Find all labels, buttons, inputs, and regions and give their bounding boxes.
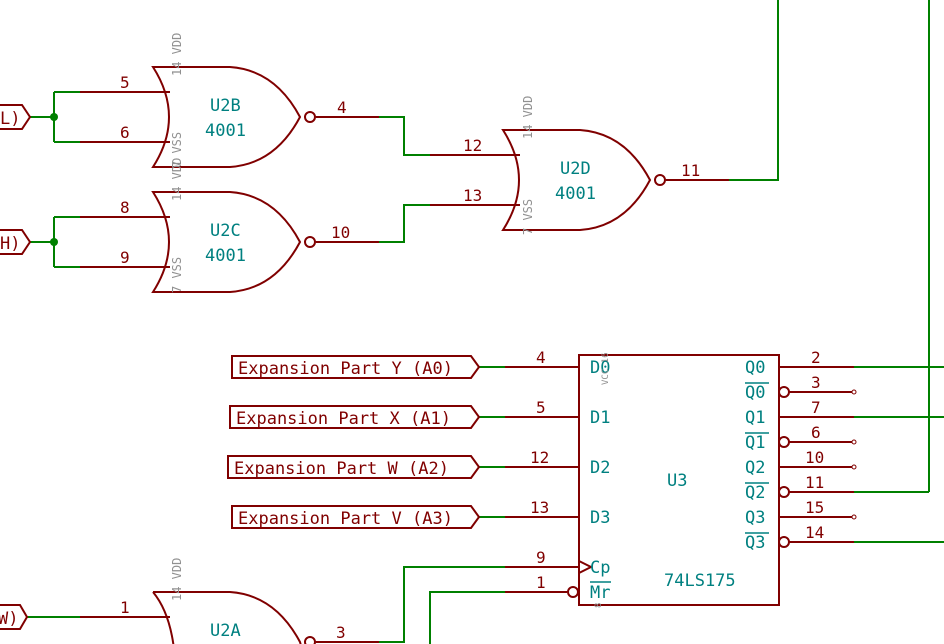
global-label-text: Expansion_Part_X_(A1) — [236, 409, 451, 429]
reference-designator: U2B — [210, 96, 241, 116]
global-label-a0[interactable]: Expansion_Part_Y_(A0) — [231, 355, 481, 379]
pin-name-q3: Q3 — [745, 508, 765, 528]
inverter-bubble — [304, 111, 316, 123]
part-value: 4001 — [205, 246, 246, 266]
global-label-text: Expansion_Part_Y_(A0) — [238, 359, 453, 379]
part-value: 4001 — [555, 184, 596, 204]
pin-number: 11 — [805, 473, 824, 492]
pin-number: 4 — [536, 348, 546, 367]
label-text: H) — [0, 234, 20, 254]
pin-name-q0: Q0 — [745, 358, 765, 378]
pin-name-q2: Q2 — [745, 458, 765, 478]
inverter-bubble — [567, 586, 579, 598]
partial-label-h[interactable]: H) — [0, 229, 32, 255]
label-text: L) — [0, 109, 20, 129]
pin-number: 10 — [331, 223, 350, 242]
ic-body — [578, 354, 780, 606]
pin-end-marker — [851, 439, 857, 445]
pin-number: 6 — [811, 423, 821, 442]
global-label-text: Expansion_Part_V_(A3) — [238, 509, 453, 529]
pin-number: 15 — [805, 498, 824, 517]
part-value: 74LS175 — [664, 571, 736, 591]
inverter-bubble — [778, 486, 790, 498]
pin-number: 1 — [120, 598, 130, 617]
power-pin-label: 8 — [594, 603, 604, 608]
pin-number: 14 — [805, 523, 824, 542]
wire-cp[interactable] — [379, 566, 505, 643]
junction-dot — [50, 238, 58, 246]
clock-triangle — [578, 560, 594, 574]
pin-number: 13 — [463, 186, 482, 205]
power-pin-label: 14 VDD — [170, 158, 184, 201]
pin-number: 9 — [120, 248, 130, 267]
pin-number: 3 — [336, 623, 346, 642]
pin-number: 7 — [811, 398, 821, 417]
power-pin-label: VCC 16 — [601, 352, 611, 385]
pin-number: 8 — [120, 198, 130, 217]
global-label-a1[interactable]: Expansion_Part_X_(A1) — [229, 405, 481, 429]
power-pin-label: 7 VSS — [521, 199, 535, 235]
gate-u2d[interactable]: 12 13 11 U2D 4001 14 VDD 7 VSS — [430, 96, 729, 235]
pin-name-q1: Q1 — [745, 408, 765, 428]
pin-name-q3-bar: Q3 — [745, 533, 765, 553]
junction-dot — [50, 113, 58, 121]
pin-name-q1-bar: Q1 — [745, 433, 765, 453]
power-pin-label: 14 VDD — [170, 558, 184, 601]
pin-number: 12 — [463, 136, 482, 155]
pin-name-d3: D3 — [590, 508, 610, 528]
inverter-bubble — [778, 436, 790, 448]
pin-name-d2: D2 — [590, 458, 610, 478]
reference-designator: U2A — [210, 621, 241, 641]
inverter-bubble — [304, 636, 316, 644]
pin-number: 1 — [536, 573, 546, 592]
pin-name-q2-bar: Q2 — [745, 483, 765, 503]
pin-number: 5 — [120, 73, 130, 92]
pin-number: 3 — [811, 373, 821, 392]
pin-end-marker — [851, 514, 857, 520]
pin-end-marker — [851, 389, 857, 395]
power-pin-label: 14 VDD — [521, 96, 535, 139]
inverter-bubble — [304, 236, 316, 248]
ic-u3[interactable]: 4 5 12 13 9 1 D0 D1 D2 D3 Cp Mr VCC 16 8… — [505, 348, 857, 608]
inverter-bubble — [778, 536, 790, 548]
pin-number: 10 — [805, 448, 824, 467]
pin-number: 9 — [536, 548, 546, 567]
wire-u2b-u2d[interactable] — [379, 116, 430, 156]
wire-u2d-out[interactable] — [729, 0, 779, 181]
pin-number: 4 — [337, 98, 347, 117]
reference-designator: U2C — [210, 221, 241, 241]
pin-number: 13 — [530, 498, 549, 517]
label-text: W) — [0, 609, 18, 629]
gate-u2b[interactable]: 5 6 4 U2B 4001 14 VDD 7 VSS — [80, 33, 379, 168]
pin-name-d1: D1 — [590, 408, 610, 428]
pin-name-q0-bar: Q0 — [745, 383, 765, 403]
pin-number: 11 — [681, 161, 700, 180]
inverter-bubble — [654, 174, 666, 186]
global-label-text: Expansion_Part_W_(A2) — [234, 459, 449, 479]
gate-u2a[interactable]: 1 3 U2A 14 VDD — [80, 558, 379, 644]
pin-name-d0: D0 — [590, 358, 610, 378]
inverter-bubble — [778, 386, 790, 398]
partial-label-w[interactable]: W) — [0, 604, 29, 630]
part-value: 4001 — [205, 121, 246, 141]
pin-number: 6 — [120, 123, 130, 142]
power-pin-label: 7 VSS — [170, 132, 184, 168]
global-label-a2[interactable]: Expansion_Part_W_(A2) — [227, 455, 481, 479]
wire-mr[interactable] — [429, 591, 505, 644]
wires — [27, 0, 944, 644]
wire-u2c-u2d[interactable] — [379, 204, 430, 243]
pin-number: 12 — [530, 448, 549, 467]
global-label-a3[interactable]: Expansion_Part_V_(A3) — [231, 505, 481, 529]
reference-designator: U2D — [560, 159, 591, 179]
power-pin-label: 7 VSS — [170, 257, 184, 293]
pin-name-cp: Cp — [590, 558, 610, 578]
pin-number: 5 — [536, 398, 546, 417]
pin-end-marker — [851, 464, 857, 470]
pin-name-mr: Mr — [590, 583, 610, 603]
partial-label-l[interactable]: L) — [0, 104, 32, 130]
pin-number: 2 — [811, 348, 821, 367]
gate-u2c[interactable]: 8 9 10 U2C 4001 14 VDD 7 VSS — [80, 158, 379, 293]
power-pin-label: 14 VDD — [170, 33, 184, 76]
reference-designator: U3 — [667, 471, 687, 491]
